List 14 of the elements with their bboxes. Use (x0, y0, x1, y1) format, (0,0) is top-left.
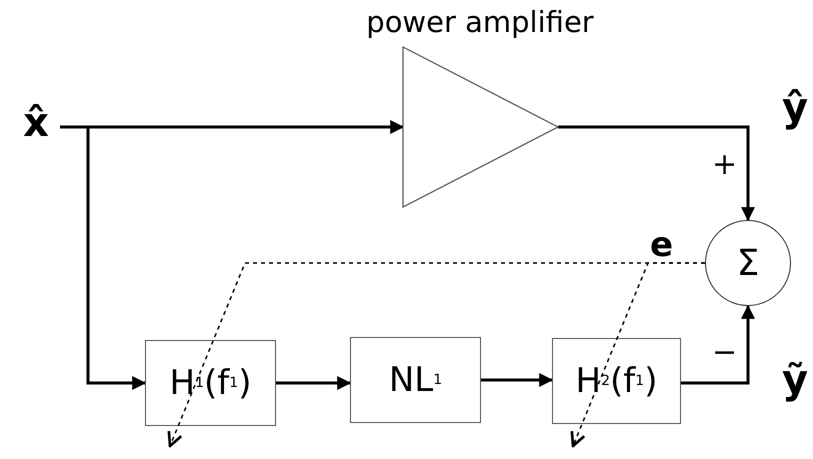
signal-label: ỹ (782, 360, 808, 400)
dashed-arrow (570, 262, 705, 448)
signal-arrow (60, 126, 146, 390)
block-heading: power amplifier (365, 4, 595, 41)
signal-arrow (681, 304, 755, 384)
summing-junction: Σ (705, 220, 791, 306)
signal-arrow (276, 376, 352, 390)
sign-label: + (712, 150, 738, 180)
signal-label: ŷ (782, 88, 808, 128)
signal-arrow (481, 373, 554, 387)
signal-arrow (558, 126, 755, 222)
sign-label: − (712, 338, 738, 368)
signal-label: e (650, 228, 674, 262)
signal-label: x̂ (12, 92, 60, 154)
